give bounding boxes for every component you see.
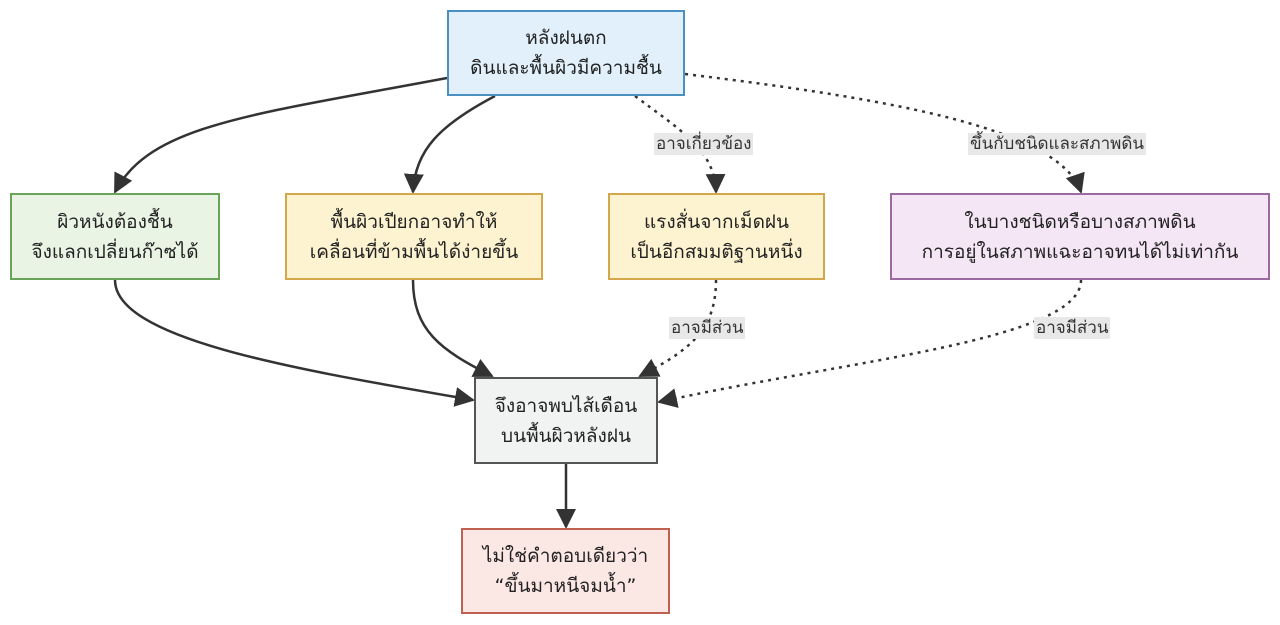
node-rain-vibration-line1: แรงสั่นจากเม็ดฝน (643, 210, 790, 233)
node-conclusion: ไม่ใช่คำตอบเดียวว่า “ขึ้นมาหนีจมน้ำ” (461, 528, 670, 614)
node-skin-moist-line1: ผิวหนังต้องชื้น (57, 210, 173, 233)
node-skin-moist: ผิวหนังต้องชื้น จึงแลกเปลี่ยนก๊าซได้ (10, 193, 220, 280)
node-wet-surface-line1: พื้นผิวเปียกอาจทำให้ (330, 210, 498, 233)
node-worms-found-line1: จึงอาจพบไส้เดือน (494, 394, 638, 417)
node-worms-found-line2: บนพื้นผิวหลังฝน (501, 424, 631, 447)
edge-label-may-contribute-soil: อาจมีส่วน (1034, 317, 1111, 339)
node-skin-moist-line2: จึงแลกเปลี่ยนก๊าซได้ (31, 240, 199, 263)
node-after-rain: หลังฝนตก ดินและพื้นผิวมีความชื้น (447, 10, 685, 96)
edge-label-may-contribute-vib: อาจมีส่วน (669, 317, 746, 339)
node-conclusion-line2: “ขึ้นมาหนีจมน้ำ” (494, 575, 637, 597)
edge-soil-to-mid (657, 279, 1083, 408)
node-rain-vibration-line2: เป็นอีกสมมติฐานหนึ่ง (630, 240, 803, 263)
node-worms-found: จึงอาจพบไส้เดือน บนพื้นผิวหลังฝน (474, 377, 658, 464)
node-rain-vibration: แรงสั่นจากเม็ดฝน เป็นอีกสมมติฐานหนึ่ง (608, 193, 825, 280)
node-wet-surface: พื้นผิวเปียกอาจทำให้ เคลื่อนที่ข้ามพื้นไ… (285, 193, 543, 280)
node-wet-surface-line2: เคลื่อนที่ข้ามพื้นได้ง่ายขึ้น (309, 240, 519, 263)
edge-top-to-skin (113, 76, 448, 194)
edge-vib-to-mid (638, 279, 718, 378)
node-soil-condition-line1: ในบางชนิดหรือบางสภาพดิน (964, 210, 1196, 233)
edge-wet-to-mid (411, 279, 494, 378)
node-after-rain-line2: ดินและพื้นผิวมีความชื้น (470, 57, 662, 79)
edge-label-may-relate: อาจเกี่ยวข้อง (654, 133, 754, 155)
node-conclusion-line1: ไม่ใช่คำตอบเดียวว่า (482, 545, 649, 567)
edge-skin-to-mid (113, 279, 475, 407)
node-soil-condition-line2: การอยู่ในสภาพแฉะอาจทนได้ไม่เท่ากัน (921, 240, 1239, 263)
node-soil-condition: ในบางชนิดหรือบางสภาพดิน การอยู่ในสภาพแฉะ… (890, 193, 1270, 280)
edge-label-depends-on-soil: ขึ้นกับชนิดและสภาพดิน (968, 133, 1147, 155)
edge-top-to-wet (403, 94, 496, 194)
node-after-rain-line1: หลังฝนตก (525, 27, 607, 49)
edge-top-to-soil (684, 72, 1085, 194)
